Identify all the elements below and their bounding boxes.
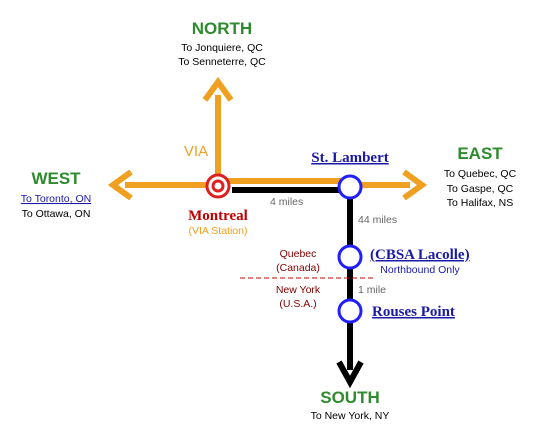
north-arrowhead-icon	[202, 76, 234, 102]
distance-montreal-st-lambert: 4 miles	[270, 196, 303, 208]
cbsa-lacolle-link[interactable]: (CBSA Lacolle)	[370, 247, 470, 263]
rouses-point-station-marker	[337, 298, 363, 324]
west-arrowhead-icon	[107, 169, 133, 201]
lacolle-northbound-note: Northbound Only	[380, 264, 460, 276]
east-label: EAST	[457, 144, 503, 163]
east-destination-1: To Quebec, QC	[444, 168, 517, 180]
north-label: NORTH	[192, 19, 252, 38]
west-label: WEST	[31, 169, 81, 188]
border-usa-line-1: New York	[276, 284, 321, 296]
east-arrowhead-icon	[402, 169, 428, 201]
distance-lacolle-rouses: 1 mile	[358, 284, 386, 296]
via-label: VIA	[184, 143, 208, 160]
north-destination-2: To Senneterre, QC	[178, 56, 266, 68]
west-destination-ottawa: To Ottawa, ON	[22, 208, 91, 220]
lacolle-station-marker	[337, 244, 363, 270]
st-lambert-station-marker	[337, 174, 363, 200]
west-destination-toronto-link[interactable]: To Toronto, ON	[21, 193, 91, 205]
distance-st-lambert-lacolle: 44 miles	[358, 214, 397, 226]
st-lambert-link[interactable]: St. Lambert	[311, 150, 389, 166]
montreal-station-sub: (VIA Station)	[189, 225, 248, 237]
amtrak-track	[232, 186, 364, 389]
east-destination-3: To Halifax, NS	[447, 197, 514, 209]
border-canada-line-2: (Canada)	[276, 262, 320, 274]
east-destination-2: To Gaspe, QC	[447, 183, 514, 195]
montreal-station-marker	[205, 173, 231, 199]
south-arrowhead-icon	[336, 360, 364, 389]
north-destination-1: To Jonquiere, QC	[181, 42, 263, 54]
border-canada-line-1: Quebec	[280, 248, 317, 260]
via-routes	[107, 76, 428, 201]
montreal-station-name: Montreal	[188, 208, 248, 224]
south-label: SOUTH	[320, 388, 380, 407]
south-destination: To New York, NY	[311, 410, 390, 422]
border-usa-line-2: (U.S.A.)	[279, 298, 316, 310]
rouses-point-link[interactable]: Rouses Point	[372, 304, 455, 320]
